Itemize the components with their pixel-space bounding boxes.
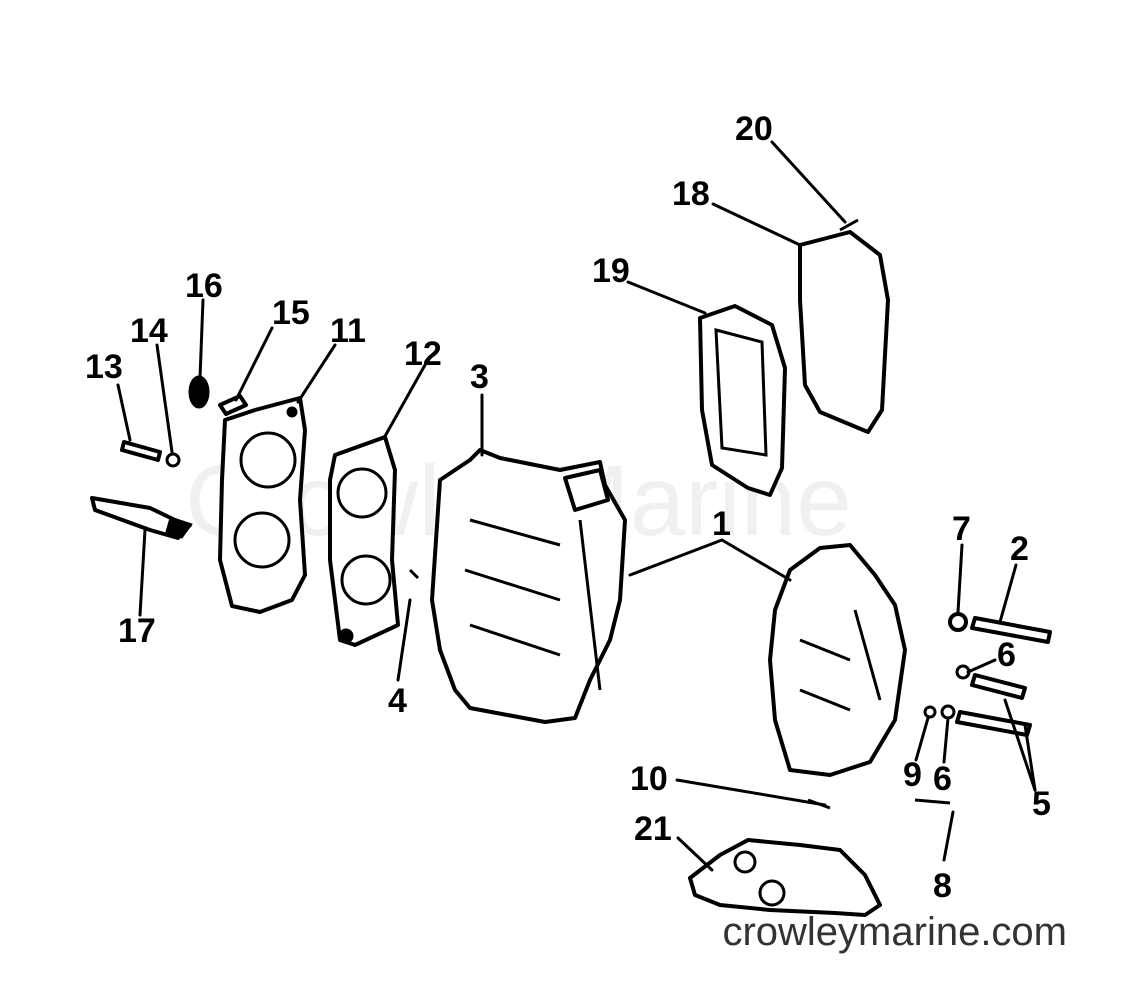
part-6-washer [940, 664, 971, 720]
callout-19: 19 [592, 252, 630, 290]
callout-9: 9 [903, 756, 922, 794]
callout-14: 14 [130, 312, 168, 350]
part-21-gasket [688, 838, 882, 917]
callout-13: 13 [85, 348, 123, 386]
site-url: crowleymarine.com [722, 910, 1067, 954]
part-2-stud [970, 616, 1052, 644]
callout-5: 5 [1032, 785, 1051, 823]
callout-20: 20 [735, 110, 773, 148]
part-17-sensor [90, 496, 193, 540]
part-19-exhaust-gasket [698, 304, 787, 497]
part-15-screw [218, 394, 248, 416]
part-12-head-gasket [328, 435, 400, 647]
callout-8: 8 [933, 867, 952, 905]
callout-1: 1 [712, 505, 731, 543]
part-11-cylinder-head [218, 396, 307, 614]
part-14-washer [165, 452, 181, 468]
part-9-pin [923, 705, 937, 719]
callout-21: 21 [634, 810, 672, 848]
part-4-dowel-pin [408, 568, 420, 580]
callout-12: 12 [404, 335, 442, 373]
callout-11: 11 [330, 312, 366, 350]
callout-6b: 6 [933, 760, 952, 798]
part-1-crankcase [768, 543, 907, 777]
callout-7: 7 [952, 510, 971, 548]
part-13-bolt [120, 440, 162, 462]
callout-15: 15 [272, 294, 310, 332]
callout-10: 10 [630, 760, 668, 798]
leader-lines [116, 140, 1037, 872]
callout-labels: 1 2 3 4 5 6 6 7 8 9 10 11 12 13 14 15 16… [85, 110, 1051, 905]
part-3-cylinder-block [430, 448, 627, 724]
callout-18: 18 [672, 175, 710, 213]
callout-3: 3 [470, 358, 489, 396]
callout-2: 2 [1010, 530, 1029, 568]
part-8-clip [914, 798, 951, 805]
part-16-plug [188, 375, 210, 409]
callout-16: 16 [185, 267, 223, 305]
callout-17: 17 [118, 612, 156, 650]
part-18-exhaust-cover [798, 230, 890, 434]
callout-4: 4 [388, 682, 407, 720]
callout-6a: 6 [997, 636, 1016, 674]
part-5-studs [955, 673, 1032, 737]
part-7-nut [948, 612, 968, 632]
part-20-screw [839, 218, 859, 232]
